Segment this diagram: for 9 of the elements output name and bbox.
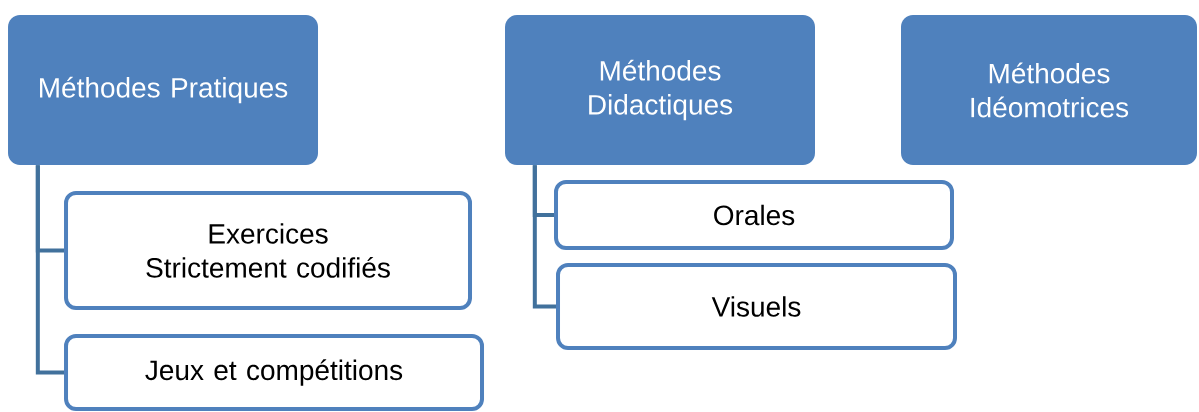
category-box: Méthodes Idéomotrices <box>901 15 1197 165</box>
method-box: Exercices Strictement codifiés <box>64 191 472 310</box>
connector-line <box>35 165 64 375</box>
connector-line <box>532 165 556 309</box>
category-box: Méthodes Didactiques <box>505 15 815 165</box>
method-box: Visuels <box>556 263 957 350</box>
method-box: Jeux et compétitions <box>64 334 484 411</box>
category-box: Méthodes Pratiques <box>8 15 318 165</box>
method-box: Orales <box>554 180 954 250</box>
